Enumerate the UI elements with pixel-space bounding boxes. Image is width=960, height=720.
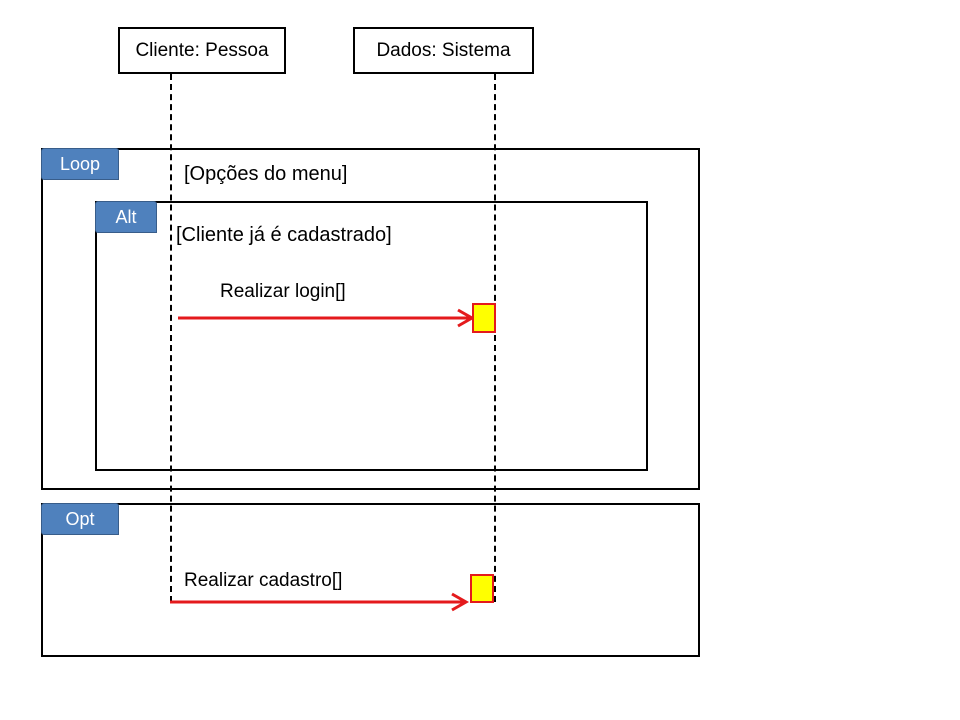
opt-frame-tag: Opt xyxy=(41,503,119,535)
activation-cadastro xyxy=(470,574,494,603)
loop-frame xyxy=(41,148,700,490)
participant-cliente: Cliente: Pessoa xyxy=(118,27,286,74)
message-login-arrow xyxy=(178,308,476,328)
message-cadastro-label: Realizar cadastro[] xyxy=(184,570,343,591)
loop-guard: [Opções do menu] xyxy=(184,163,348,185)
alt-frame-tag: Alt xyxy=(95,201,157,233)
lifeline-cliente xyxy=(170,74,172,602)
message-cadastro-arrow xyxy=(170,592,470,612)
participant-dados: Dados: Sistema xyxy=(353,27,534,74)
alt-frame xyxy=(95,201,648,471)
loop-frame-tag: Loop xyxy=(41,148,119,180)
message-login-label: Realizar login[] xyxy=(220,281,346,302)
alt-guard: [Cliente já é cadastrado] xyxy=(176,224,392,246)
activation-login xyxy=(472,303,496,333)
opt-frame xyxy=(41,503,700,657)
lifeline-dados xyxy=(494,74,496,602)
